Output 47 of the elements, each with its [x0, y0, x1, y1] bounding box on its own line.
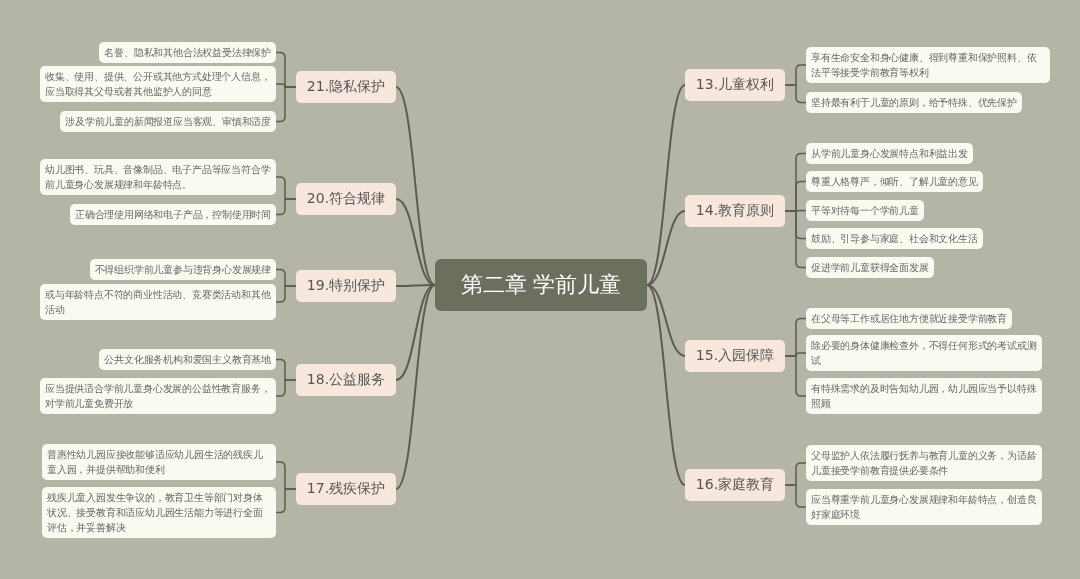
- bracket-line: [275, 285, 297, 303]
- subtopic-box: 促进学前儿童获得全面发展: [806, 257, 934, 278]
- topic-box: 15.入园保障: [685, 340, 785, 372]
- subtopic-box: 享有生命安全和身心健康、得到尊重和保护照料、依法平等接受学前教育等权利: [806, 47, 1050, 83]
- branch-line: [395, 284, 436, 490]
- bracket-line: [275, 86, 297, 123]
- subtopic-box: 平等对待每一个学前儿童: [806, 200, 924, 221]
- topic-box: 18.公益服务: [296, 364, 396, 396]
- subtopic-box: 有特殊需求的及时告知幼儿园，幼儿园应当予以特殊照顾: [806, 378, 1042, 414]
- bracket-line: [784, 84, 807, 104]
- topic-box: 17.残疾保护: [296, 473, 396, 505]
- subtopic-box: 正确合理使用网络和电子产品，控制使用时间: [70, 204, 276, 225]
- branch-line: [646, 84, 686, 286]
- topic-box: 16.家庭教育: [685, 469, 785, 501]
- subtopic-box: 普惠性幼儿园应接收能够适应幼儿园生活的残疾儿童入园，并提供帮助和便利: [42, 444, 276, 480]
- subtopic-box: 名誉、隐私和其他合法权益受法律保护: [99, 42, 276, 63]
- subtopic-box: 从学前儿童身心发展特点和利益出发: [806, 143, 973, 164]
- subtopic-box: 父母监护人依法履行抚养与教育儿童的义务，为适龄儿童接受学前教育提供必要条件: [806, 445, 1042, 481]
- subtopic-box: 除必要的身体健康检查外，不得任何形式的考试或测试: [806, 335, 1042, 371]
- subtopic-box: 幼儿图书、玩具、音像制品、电子产品等应当符合学前儿童身心发展规律和年龄特点。: [40, 159, 276, 195]
- topic-box: 13.儿童权利: [685, 69, 785, 101]
- subtopic-box: 坚持最有利于儿童的原则，给予特殊、优先保护: [806, 92, 1022, 113]
- bracket-line: [275, 198, 297, 216]
- subtopic-box: 在父母等工作或居住地方便就近接受学前教育: [806, 308, 1012, 329]
- bracket-line: [275, 488, 297, 514]
- bracket-line: [275, 379, 297, 397]
- subtopic-box: 或与年龄特点不符的商业性活动、竞赛类活动和其他活动: [40, 284, 276, 320]
- subtopic-box: 应当提供适合学前儿童身心发展的公益性教育服务，对学前儿童免费开放: [40, 378, 276, 414]
- subtopic-box: 收集、使用、提供、公开或其他方式处理个人信息，应当取得其父母或者其他监护人的同意: [40, 66, 276, 102]
- central-topic-box: 第二章 学前儿童: [435, 259, 647, 311]
- subtopic-box: 尊重人格尊严，倾听、了解儿童的意见: [806, 171, 983, 192]
- bracket-line: [784, 484, 807, 508]
- topic-box: 20.符合规律: [296, 183, 396, 215]
- topic-box: 21.隐私保护: [296, 71, 396, 103]
- subtopic-box: 残疾儿童入园发生争议的，教育卫生等部门对身体状况、接受教育和适应幼儿园生活能力等进行全面评估，并妥善解决: [42, 487, 276, 538]
- subtopic-box: 公共文化服务机构和爱国主义教育基地: [99, 349, 276, 370]
- subtopic-box: 涉及学前儿童的新闻报道应当客观、审慎和适度: [60, 111, 276, 132]
- bracket-line: [784, 210, 807, 269]
- subtopic-box: 鼓励、引导参与家庭、社会和文化生活: [806, 228, 983, 249]
- branch-line: [395, 198, 436, 286]
- topic-box: 14.教育原则: [685, 195, 785, 227]
- topic-box: 19.特别保护: [296, 270, 396, 302]
- branch-line: [646, 210, 686, 286]
- branch-line: [646, 284, 686, 486]
- subtopic-box: 不得组织学前儿童参与违背身心发展规律: [89, 259, 276, 280]
- branch-line: [395, 86, 436, 286]
- subtopic-box: 应当尊重学前儿童身心发展规律和年龄特点，创造良好家庭环境: [806, 489, 1042, 525]
